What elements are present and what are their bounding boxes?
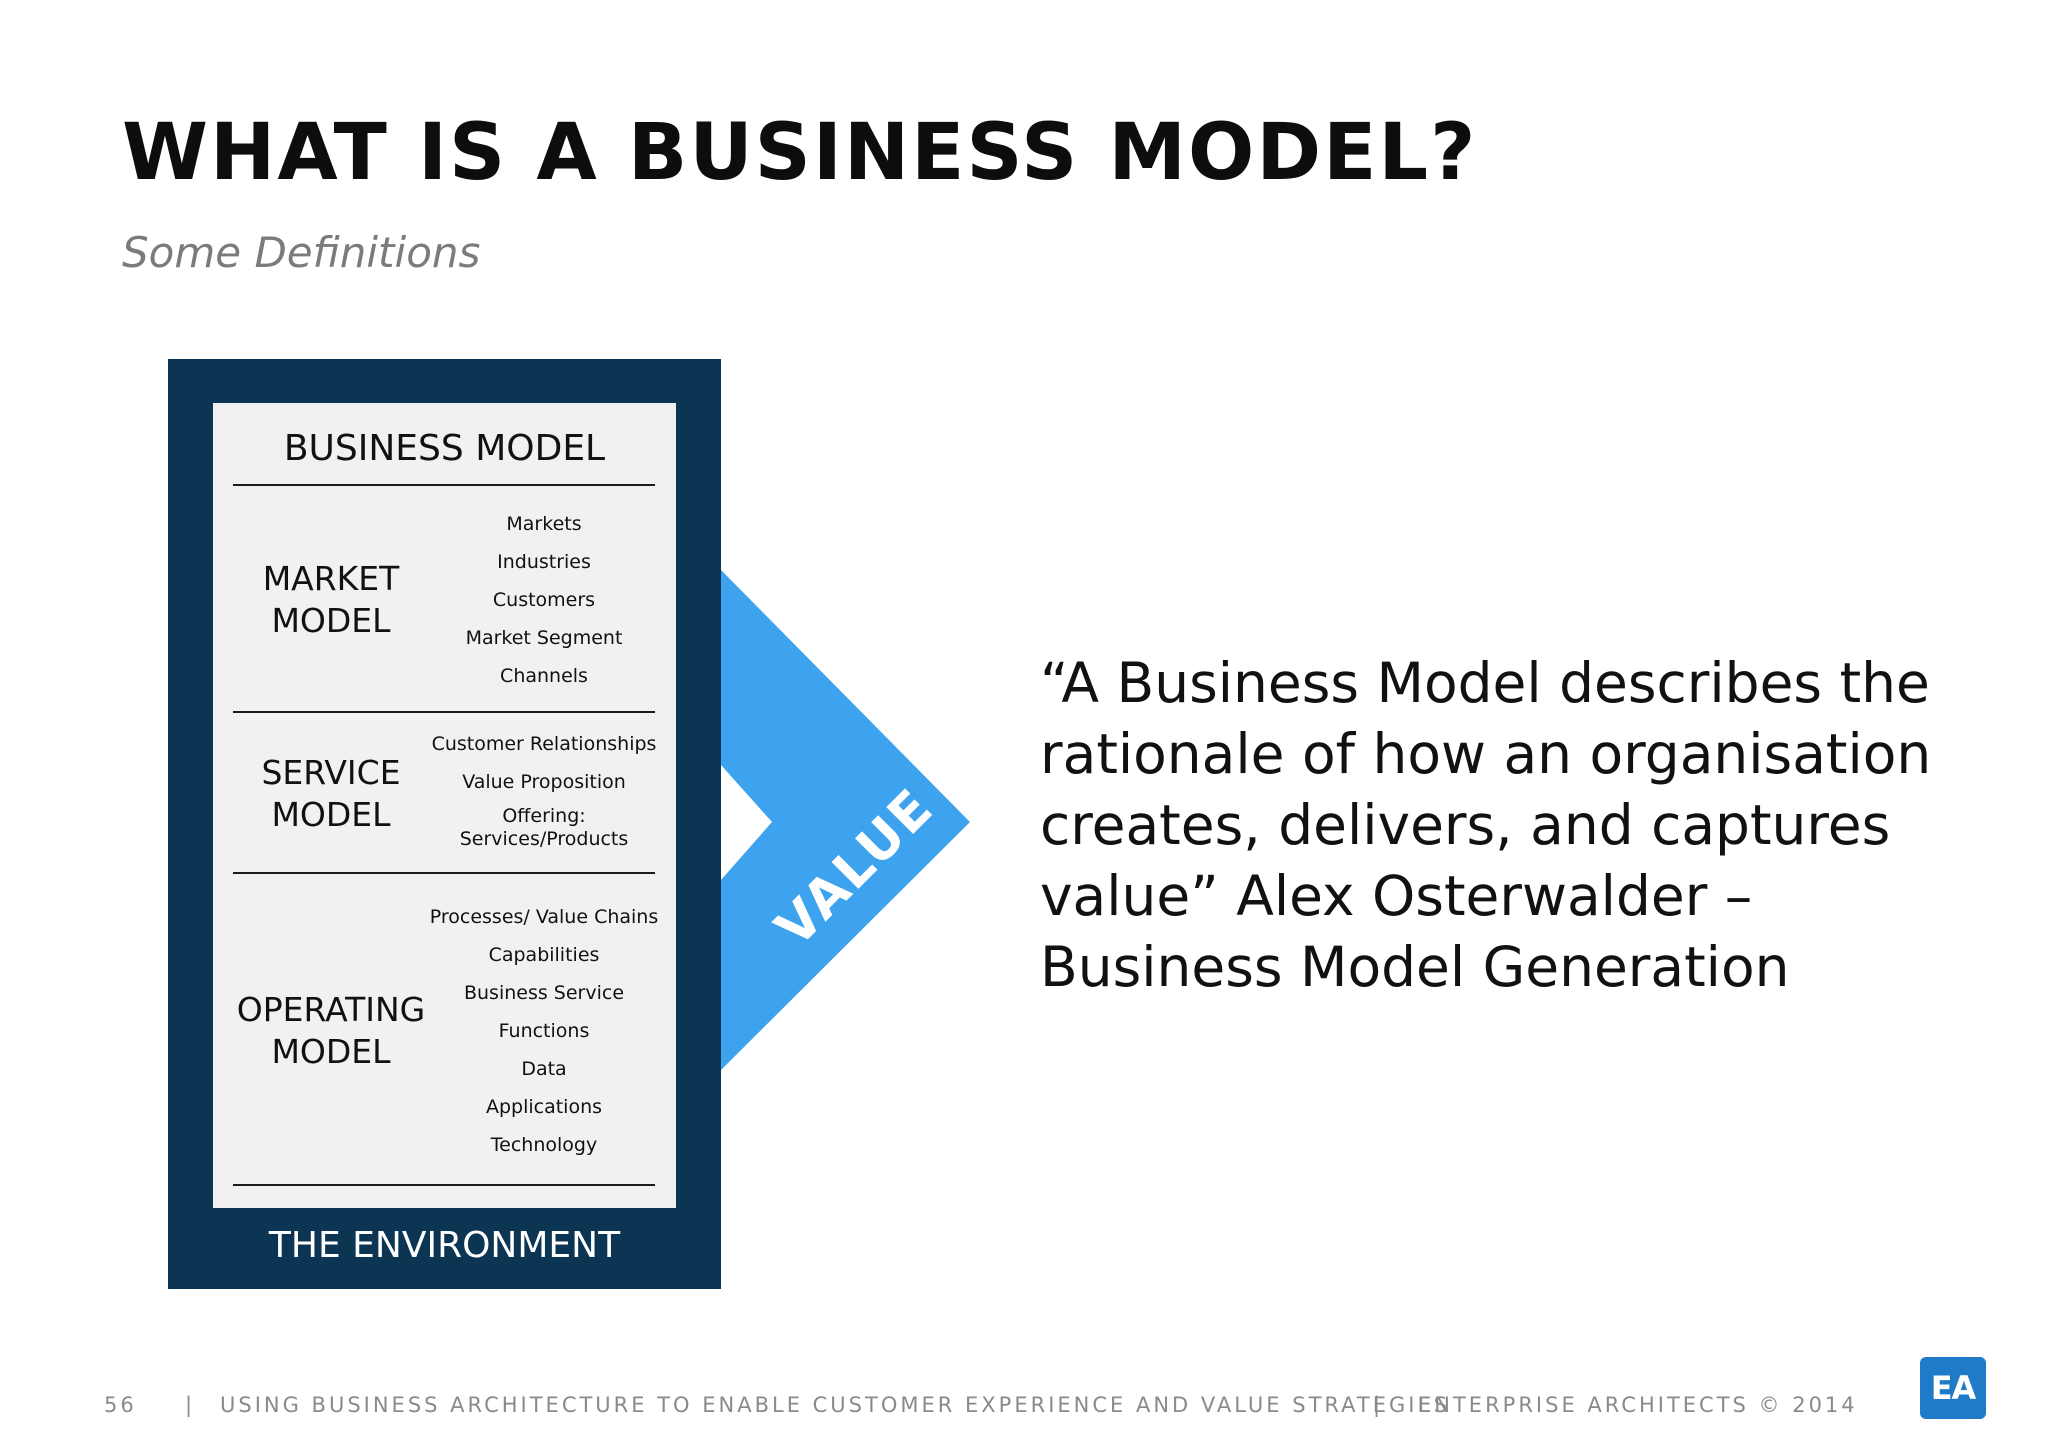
list-item: Industries bbox=[497, 551, 591, 573]
list-item: Value Proposition bbox=[462, 771, 626, 793]
list-item: Customers bbox=[492, 589, 596, 611]
value-label: VALUE bbox=[764, 777, 946, 959]
environment-label: THE ENVIRONMENT bbox=[268, 1225, 621, 1266]
operating-model-title-line2: MODEL bbox=[271, 1032, 391, 1071]
list-item: Data bbox=[521, 1058, 567, 1080]
list-item: Channels bbox=[500, 665, 588, 687]
list-item: Processes/ Value Chains bbox=[429, 906, 659, 928]
divider-market-service bbox=[233, 711, 655, 713]
ea-logo: EA bbox=[1920, 1357, 1986, 1419]
list-item: Capabilities bbox=[488, 944, 600, 966]
business-model-heading: BUSINESS MODEL bbox=[283, 428, 606, 469]
definition-quote: “A Business Model describes the rational… bbox=[1040, 651, 1932, 999]
service-model-title: SERVICE MODEL bbox=[226, 752, 436, 836]
list-item: Market Segment bbox=[465, 627, 623, 649]
service-model-items: Customer Relationships Value Proposition… bbox=[423, 725, 665, 853]
market-model-title-line2: MODEL bbox=[271, 601, 391, 640]
operating-model-title: OPERATING MODEL bbox=[226, 989, 436, 1073]
service-model-title-line1: SERVICE bbox=[261, 753, 401, 792]
business-model-panel bbox=[213, 403, 676, 1208]
footer-presentation-title: USING BUSINESS ARCHITECTURE TO ENABLE CU… bbox=[220, 1393, 1451, 1417]
list-item: Markets bbox=[506, 513, 582, 535]
page-number: 56 bbox=[104, 1393, 137, 1417]
footer-separator: | bbox=[185, 1393, 196, 1417]
divider-bottom bbox=[233, 1184, 655, 1186]
list-item: Customer Relationships bbox=[431, 733, 657, 755]
market-model-title: MARKET MODEL bbox=[226, 558, 436, 642]
list-item: Business Service bbox=[463, 982, 625, 1004]
slide-title: WHAT IS A BUSINESS MODEL? bbox=[122, 108, 1478, 198]
operating-model-title-line1: OPERATING bbox=[236, 990, 426, 1029]
footer-copyright: ENTERPRISE ARCHITECTS © 2014 bbox=[1418, 1393, 1858, 1417]
operating-model-items: Processes/ Value Chains Capabilities Bus… bbox=[423, 898, 665, 1164]
divider-service-operating bbox=[233, 872, 655, 874]
footer-separator: | bbox=[1373, 1393, 1384, 1417]
slide-subtitle: Some Definitions bbox=[122, 228, 481, 277]
list-item: Offering: Services/Products bbox=[459, 805, 629, 850]
list-item: Functions bbox=[498, 1020, 590, 1042]
divider-top bbox=[233, 484, 655, 486]
market-model-items: Markets Industries Customers Market Segm… bbox=[423, 505, 665, 695]
list-item: Applications bbox=[485, 1096, 603, 1118]
service-model-title-line2: MODEL bbox=[271, 795, 391, 834]
market-model-title-line1: MARKET bbox=[262, 559, 400, 598]
list-item: Technology bbox=[490, 1134, 598, 1156]
